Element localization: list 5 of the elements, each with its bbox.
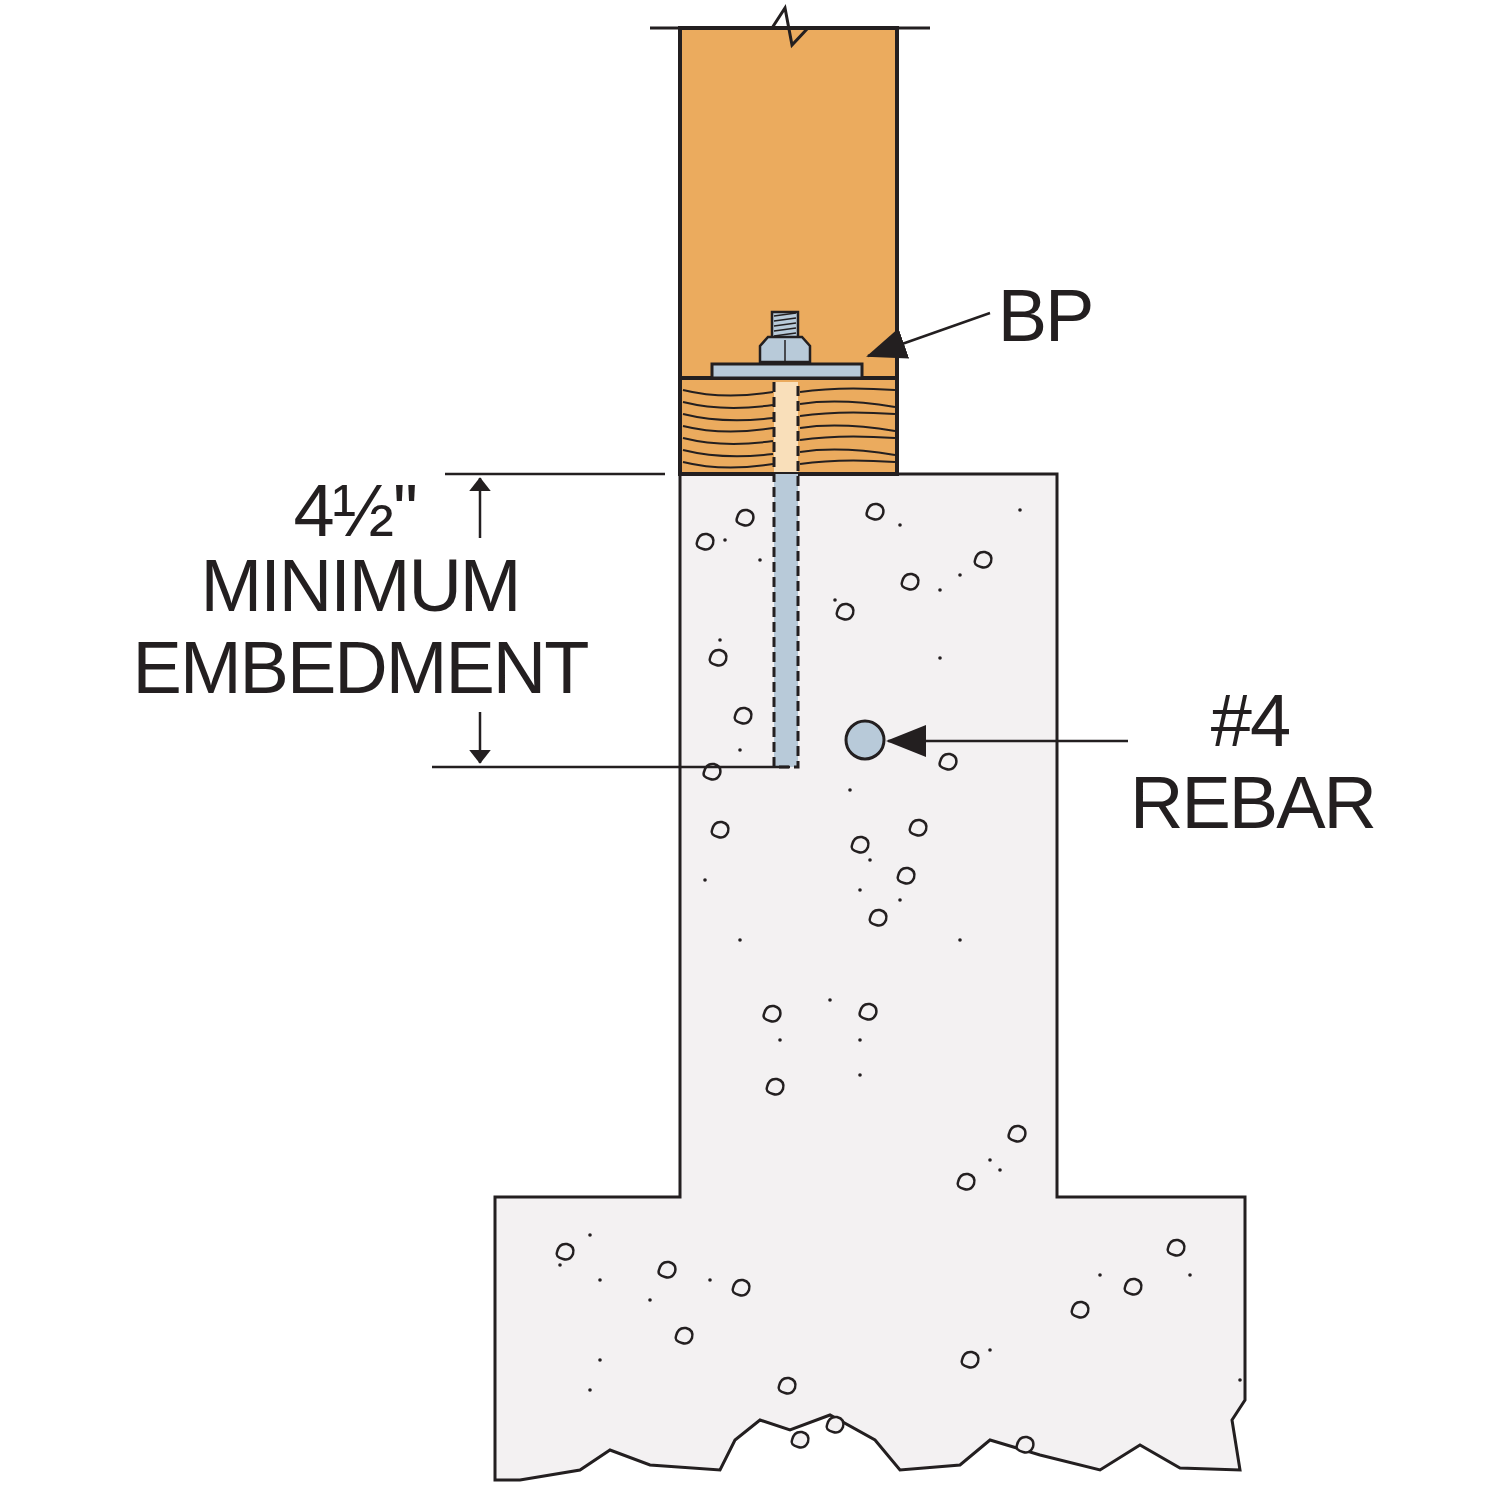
arrow	[886, 725, 1128, 757]
callout-label: BP	[985, 275, 1105, 357]
rebar-section	[844, 719, 886, 761]
arrow	[866, 311, 991, 359]
plate-washer	[710, 362, 864, 380]
